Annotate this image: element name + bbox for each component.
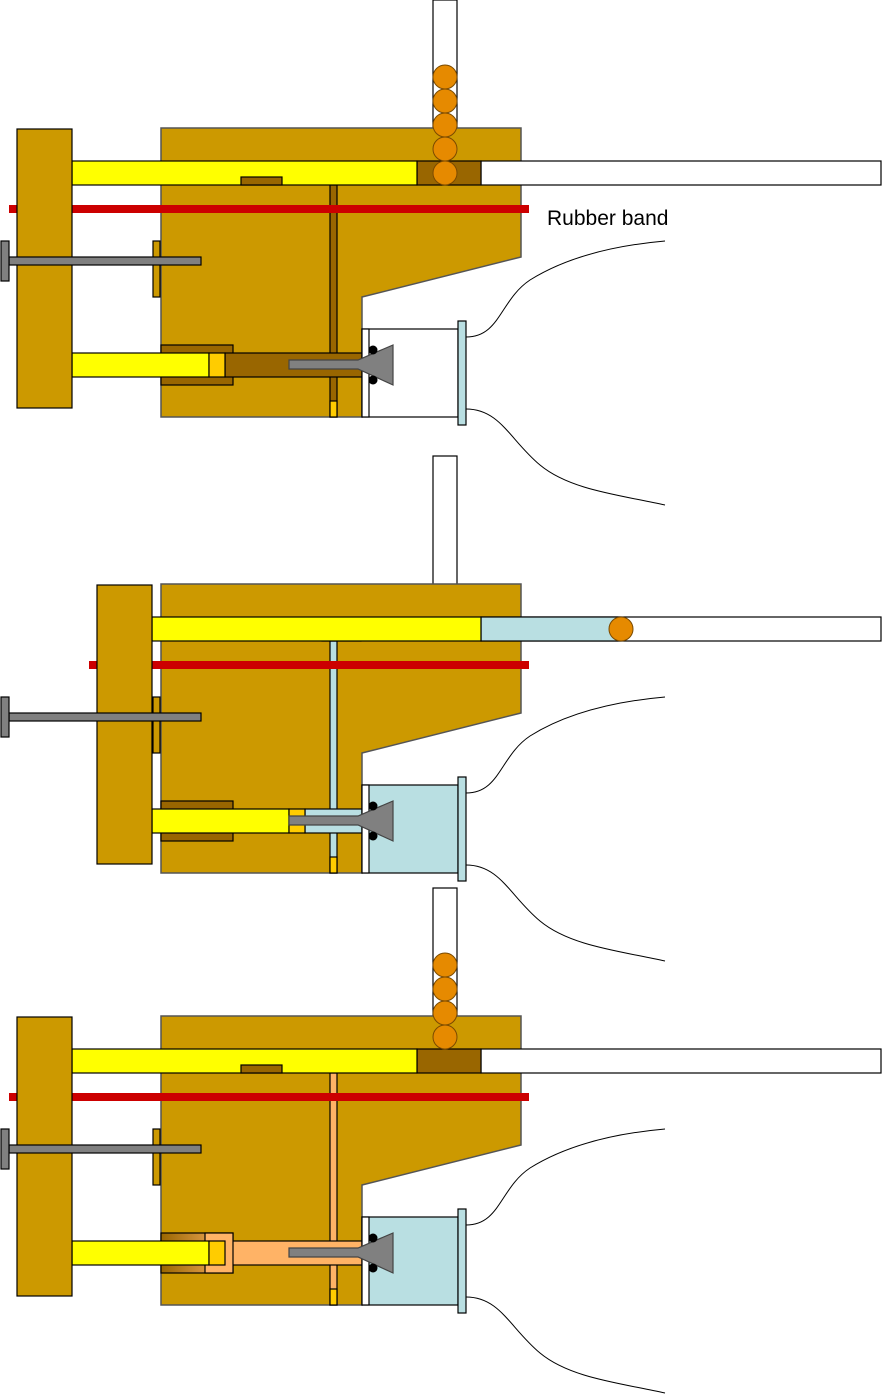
barrel-tube xyxy=(480,1048,882,1074)
guide-tab xyxy=(152,696,161,754)
lower-piston-rod xyxy=(151,808,290,834)
ball xyxy=(432,1000,458,1026)
panel-firing xyxy=(0,455,882,1074)
vertical-channel xyxy=(329,640,338,874)
slide-plate xyxy=(16,128,73,409)
handle-rod xyxy=(8,712,202,722)
ball xyxy=(432,88,458,114)
barrel-air-column xyxy=(480,616,622,642)
slide-plate xyxy=(16,1016,73,1297)
o-ring-top xyxy=(368,801,378,811)
slide-tab xyxy=(240,176,283,186)
panel-resetting xyxy=(0,887,882,1394)
breech-block xyxy=(416,1048,482,1074)
poppet-valve xyxy=(288,344,394,386)
poppet-valve xyxy=(288,800,394,842)
rubber-band-bottom xyxy=(465,1296,666,1394)
handle-grip xyxy=(0,696,10,738)
barrel-tube xyxy=(480,160,882,186)
rubber-band-top xyxy=(465,1128,666,1226)
rubber-band-bottom xyxy=(465,408,666,506)
chamber-cap xyxy=(457,776,467,882)
rubber-band-label: Rubber band xyxy=(547,207,669,230)
handle-rod xyxy=(8,256,202,266)
guide-tab xyxy=(152,240,161,298)
panel-loading xyxy=(0,0,882,506)
handle-grip xyxy=(0,240,10,282)
rubber-band-bottom xyxy=(465,864,666,962)
o-ring-bottom xyxy=(368,375,378,385)
o-ring-bottom xyxy=(368,1263,378,1273)
poppet-valve xyxy=(288,1232,394,1274)
handle-grip xyxy=(0,1128,10,1170)
ball xyxy=(432,976,458,1002)
trigger-line xyxy=(89,661,529,669)
piston-head xyxy=(208,352,226,378)
trigger-line xyxy=(9,205,529,213)
o-ring-bottom xyxy=(368,831,378,841)
frame-body xyxy=(160,583,522,874)
channel-plug xyxy=(329,1288,338,1306)
lower-piston-rod xyxy=(71,1240,210,1266)
chamber-cap xyxy=(457,320,467,426)
piston-head xyxy=(208,1240,226,1266)
frame-body xyxy=(160,1015,522,1306)
trigger-line xyxy=(9,1093,529,1101)
channel-plug xyxy=(329,400,338,418)
ball xyxy=(432,952,458,978)
channel-plug xyxy=(329,856,338,874)
vertical-channel xyxy=(329,1072,338,1306)
rubber-band-top xyxy=(465,240,666,338)
ball xyxy=(432,1024,458,1050)
slide-tab xyxy=(240,1064,283,1074)
ball xyxy=(432,136,458,162)
slide-plate xyxy=(96,584,153,865)
handle-rod xyxy=(8,1144,202,1154)
frame-body xyxy=(160,127,522,418)
lower-piston-rod xyxy=(71,352,210,378)
ball xyxy=(432,64,458,90)
o-ring-top xyxy=(368,345,378,355)
ball xyxy=(432,112,458,138)
rubber-band-top xyxy=(465,696,666,794)
chamber-cap xyxy=(457,1208,467,1314)
vertical-channel xyxy=(329,184,338,418)
guide-tab xyxy=(152,1128,161,1186)
o-ring-top xyxy=(368,1233,378,1243)
ball-fired xyxy=(608,616,634,642)
ball xyxy=(432,160,458,186)
upper-slide-rod xyxy=(151,616,482,642)
